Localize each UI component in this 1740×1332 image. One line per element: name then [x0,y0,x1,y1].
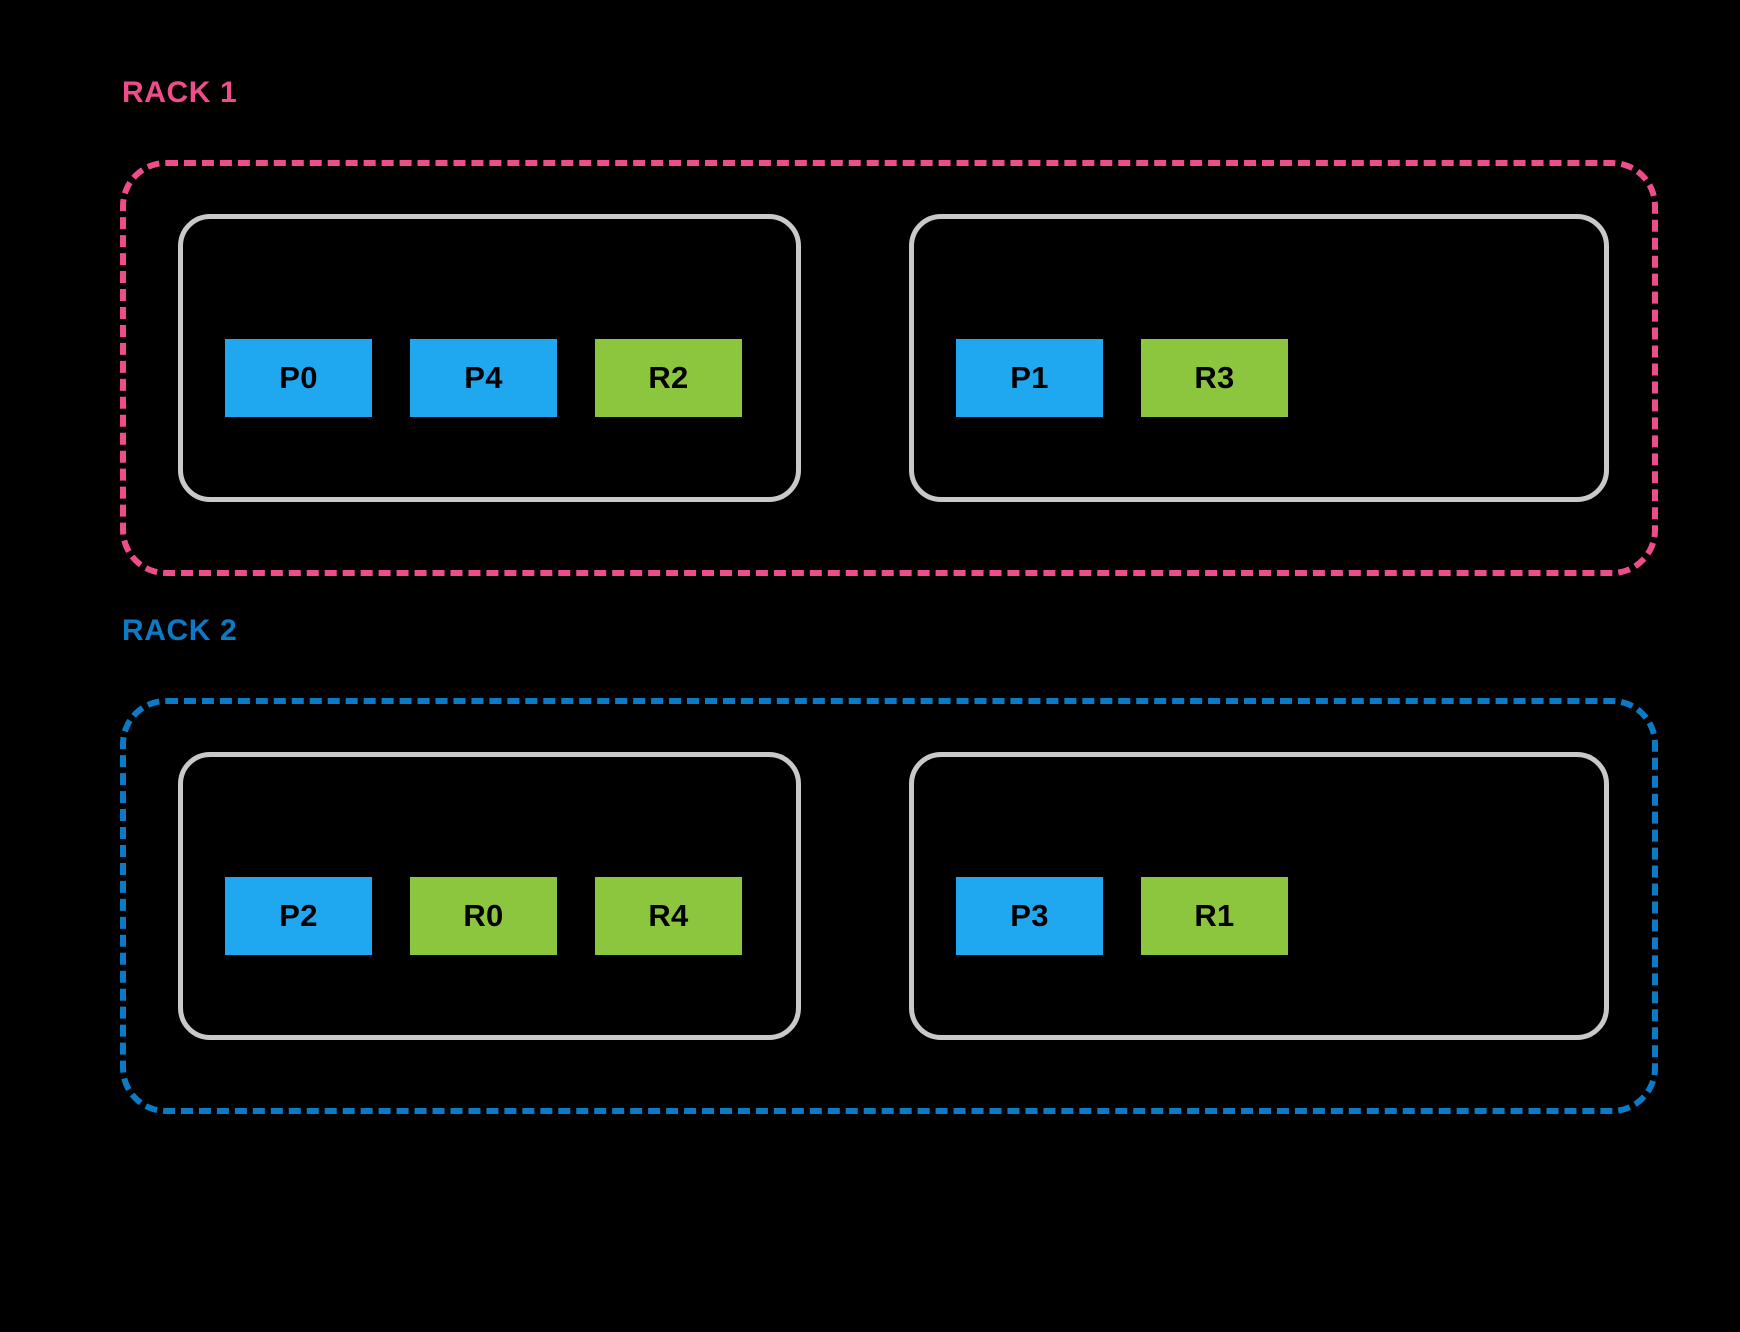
rack-label-1: RACK 1 [122,76,238,109]
node-box-1: P0 P4 R2 [178,214,801,502]
block-row-node-1: P0 P4 R2 [225,339,742,417]
block-r1[interactable]: R1 [1141,877,1288,955]
rack-group-1: RACK 1 P0 P4 R2 P1 R3 [120,76,1658,576]
rack-boundary-1: P0 P4 R2 P1 R3 [120,160,1658,576]
block-r2[interactable]: R2 [595,339,742,417]
node-box-3: P2 R0 R4 [178,752,801,1040]
rack-boundary-2: P2 R0 R4 P3 R1 [120,698,1658,1114]
block-p1[interactable]: P1 [956,339,1103,417]
rack-label-2: RACK 2 [122,614,238,647]
block-row-node-3: P2 R0 R4 [225,877,742,955]
block-p0[interactable]: P0 [225,339,372,417]
node-box-2: P1 R3 [909,214,1609,502]
block-row-node-2: P1 R3 [956,339,1288,417]
node-box-4: P3 R1 [909,752,1609,1040]
block-p3[interactable]: P3 [956,877,1103,955]
block-p2[interactable]: P2 [225,877,372,955]
block-r4[interactable]: R4 [595,877,742,955]
block-r0[interactable]: R0 [410,877,557,955]
block-row-node-4: P3 R1 [956,877,1288,955]
rack-group-2: RACK 2 P2 R0 R4 P3 R1 [0,538,1740,1204]
block-r3[interactable]: R3 [1141,339,1288,417]
block-p4[interactable]: P4 [410,339,557,417]
